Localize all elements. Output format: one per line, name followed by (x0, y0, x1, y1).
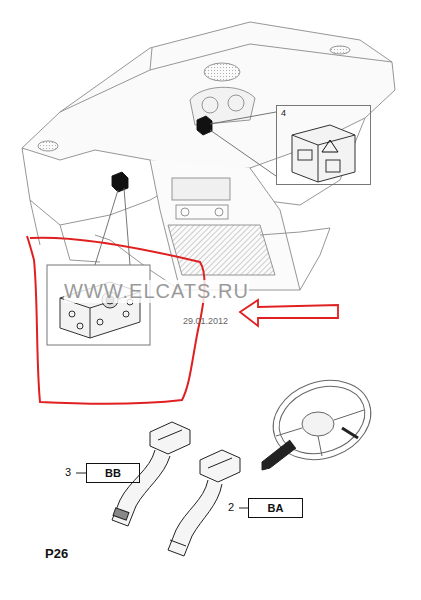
part-code-box: BB (86, 463, 140, 483)
hazard-switch (292, 125, 355, 182)
callout-leader (76, 473, 248, 508)
page-code: P26 (45, 546, 68, 561)
part-code: BB (105, 467, 121, 479)
date-stamp: 29.01.2012 (183, 316, 228, 326)
watermark: WWW.ELCATS.RU (64, 280, 249, 303)
stalk-switches (112, 422, 240, 556)
callout-number: 2 (228, 501, 234, 513)
callout-number: 4 (281, 108, 286, 118)
part-code-box: BA (248, 498, 303, 518)
switch-inset (47, 265, 150, 345)
callout-number: 3 (65, 466, 71, 478)
steering-wheel (262, 367, 382, 473)
part-code: BA (268, 502, 284, 514)
dashboard (22, 22, 395, 290)
red-markup (27, 236, 338, 404)
callout-box: 4 (276, 105, 371, 185)
